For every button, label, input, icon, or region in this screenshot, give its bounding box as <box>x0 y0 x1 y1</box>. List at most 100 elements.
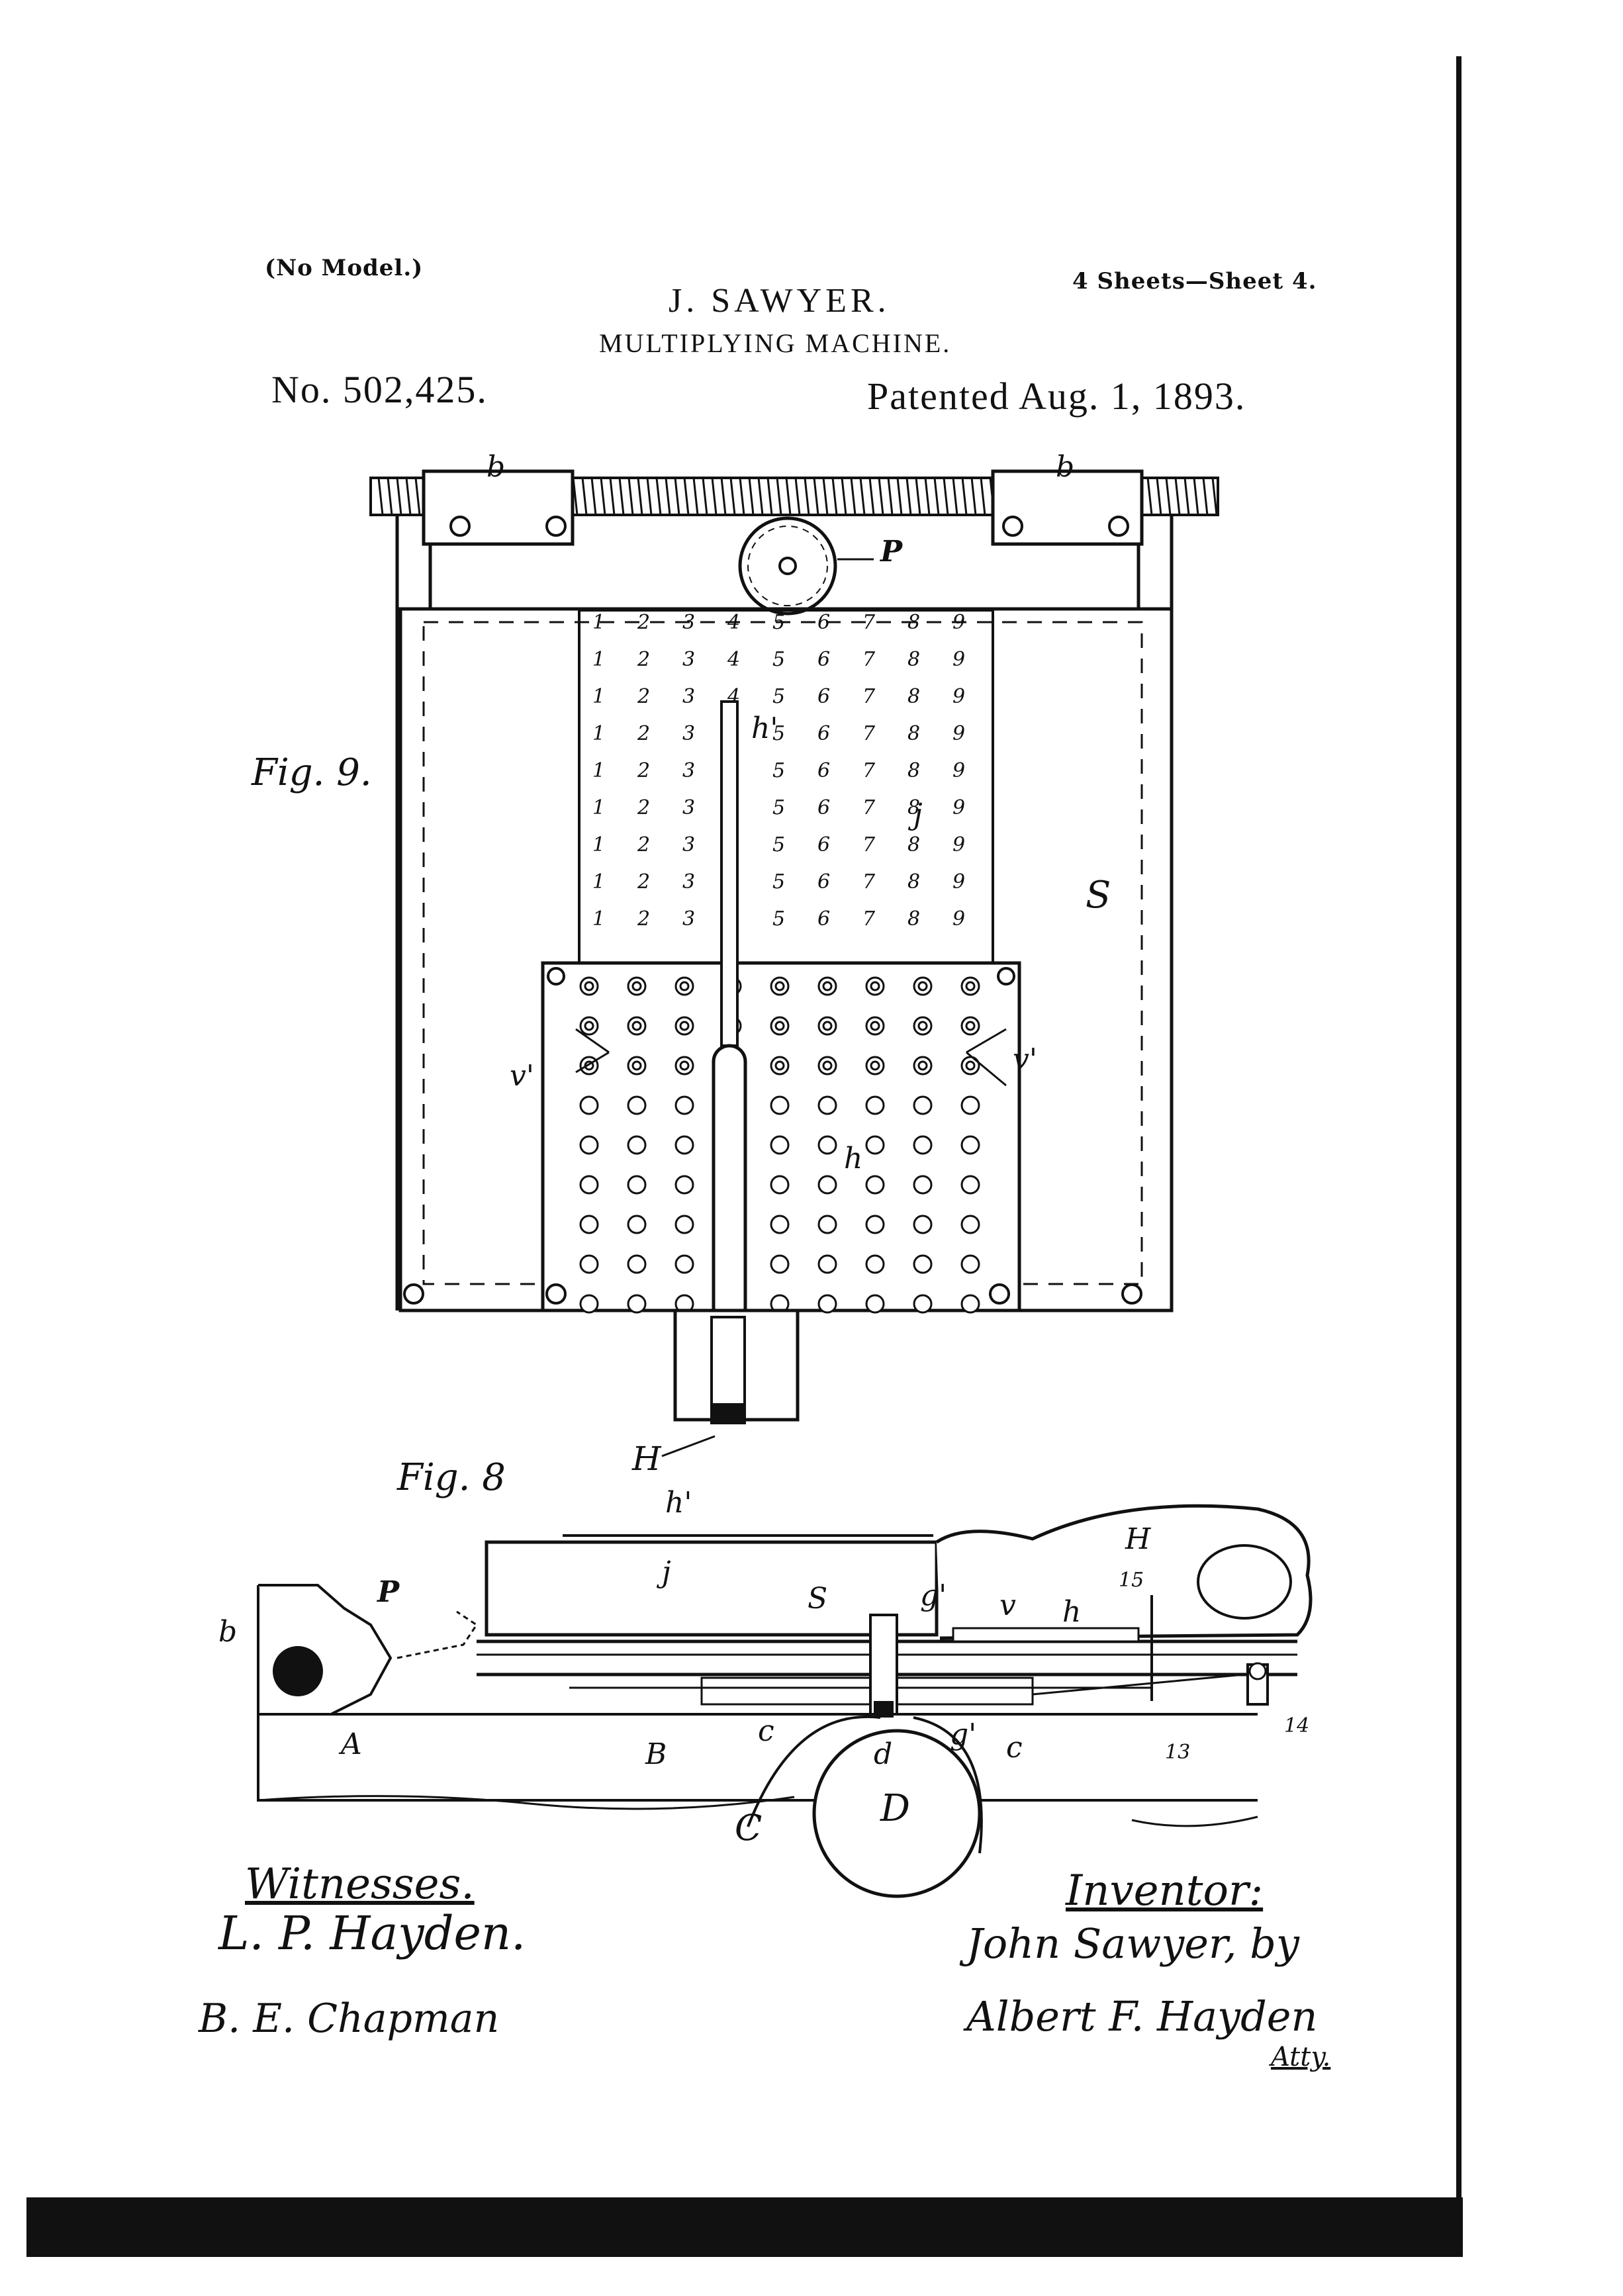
grid-digit: 8 <box>907 611 920 634</box>
patent-date: Patented Aug. 1, 1893. <box>867 375 1246 418</box>
fig8-label-b: b <box>218 1615 238 1649</box>
label-h: h <box>844 1142 863 1175</box>
rod-thread <box>683 477 690 516</box>
plate-hole <box>674 976 694 996</box>
grid-digit: 2 <box>637 685 650 708</box>
rod-thread <box>905 477 912 516</box>
grid-digit: 9 <box>952 907 965 931</box>
grid-digit: 5 <box>772 611 785 634</box>
plate-hole <box>817 1254 837 1274</box>
fig8-label-c-left: c <box>758 1714 774 1748</box>
plate-hole-marked <box>965 981 976 991</box>
rod-thread <box>924 477 931 516</box>
patent-number: No. 502,425. <box>271 368 488 411</box>
grid-digit: 6 <box>817 685 830 708</box>
plate-hole <box>770 1095 790 1115</box>
plate-hole-marked <box>870 1060 880 1071</box>
rod-thread <box>776 477 782 516</box>
grid-digit: 7 <box>862 611 876 634</box>
rod-thread <box>674 477 680 516</box>
plate-hole-marked <box>679 1060 690 1071</box>
rod-thread <box>646 477 653 516</box>
grid-digit: 5 <box>772 907 785 931</box>
rod-thread <box>665 477 671 516</box>
grid-digit: 5 <box>772 759 785 782</box>
plate-hole <box>865 976 885 996</box>
plate-hole-marked <box>679 981 690 991</box>
grid-digit: 1 <box>592 611 605 634</box>
grid-digit: 4 <box>727 648 740 671</box>
witnesses-label: Witnesses. <box>245 1860 475 1909</box>
plate-hole <box>913 1095 933 1115</box>
grid-digit: 2 <box>637 833 650 856</box>
rod-thread <box>581 477 588 516</box>
grid-digit: 6 <box>817 796 830 819</box>
label-v-right: v' <box>1013 1042 1037 1076</box>
plate-hole <box>674 1175 694 1195</box>
rod-thread <box>813 477 819 516</box>
plate-hole <box>817 976 837 996</box>
plate-hole-marked <box>822 981 833 991</box>
grid-digit: 1 <box>592 833 605 856</box>
plate-hole <box>913 1294 933 1314</box>
rod-thread <box>396 477 402 516</box>
rod-thread <box>980 477 986 516</box>
grid-digit: 3 <box>682 648 695 671</box>
plate-hole <box>913 1016 933 1036</box>
grid-digit: 3 <box>682 796 695 819</box>
plate-hole-marked <box>822 1021 833 1031</box>
plate-hole <box>627 1016 647 1036</box>
plate-hole-marked <box>965 1021 976 1031</box>
fig8-label-d-upper: D <box>880 1787 910 1830</box>
grid-digit: 9 <box>952 648 965 671</box>
grid-digit: 7 <box>862 685 876 708</box>
wheel-d <box>812 1729 982 1898</box>
plate-hole <box>913 1175 933 1195</box>
plate-hole-marked <box>584 1021 594 1031</box>
rod-thread <box>1211 477 1218 516</box>
grid-digit: 1 <box>592 870 605 894</box>
fig8-label-a: A <box>341 1727 362 1761</box>
grid-digit: 3 <box>682 907 695 931</box>
rod-thread <box>878 477 884 516</box>
grid-digit: 1 <box>592 648 605 671</box>
fig8-label-v: v <box>999 1588 1016 1622</box>
no-model-note: (No Model.) <box>265 255 424 281</box>
plate-hole-marked <box>774 1060 785 1071</box>
grid-digit: 1 <box>592 907 605 931</box>
plate-hole <box>817 1016 837 1036</box>
grid-digit: 7 <box>862 870 876 894</box>
plate-hole <box>627 1215 647 1234</box>
inventor-name: J. SAWYER. <box>669 282 890 320</box>
plate-hole-marked <box>965 1060 976 1071</box>
grid-digit: 3 <box>682 870 695 894</box>
grid-digit: 3 <box>682 611 695 634</box>
grid-digit: 2 <box>637 611 650 634</box>
fig8-label-g-prime-bottom: g' <box>950 1718 977 1751</box>
rod-thread <box>1202 477 1209 516</box>
plate-hole <box>674 1016 694 1036</box>
rod-thread <box>1156 477 1162 516</box>
rod-thread <box>850 477 857 516</box>
plate-hole <box>913 1135 933 1155</box>
plate-hole-marked <box>774 981 785 991</box>
label-v-left: v' <box>510 1059 534 1093</box>
rod-thread <box>804 477 810 516</box>
box-j <box>485 1540 939 1637</box>
rod-thread <box>655 477 662 516</box>
grid-digit: 2 <box>637 870 650 894</box>
plate-hole-marked <box>631 981 642 991</box>
grid-digit: 2 <box>637 907 650 931</box>
grid-digit: 9 <box>952 759 965 782</box>
witness-2-signature: B. E. Chapman <box>199 1996 500 2042</box>
grid-digit: 6 <box>817 759 830 782</box>
plate-hole <box>817 1294 837 1314</box>
grid-digit: 1 <box>592 759 605 782</box>
grid-digit: 4 <box>727 611 740 634</box>
plate-hole <box>674 1135 694 1155</box>
rod-thread <box>831 477 838 516</box>
grid-digit: 1 <box>592 685 605 708</box>
grid-digit: 9 <box>952 796 965 819</box>
plate-hole <box>865 1135 885 1155</box>
grid-digit: 6 <box>817 722 830 745</box>
